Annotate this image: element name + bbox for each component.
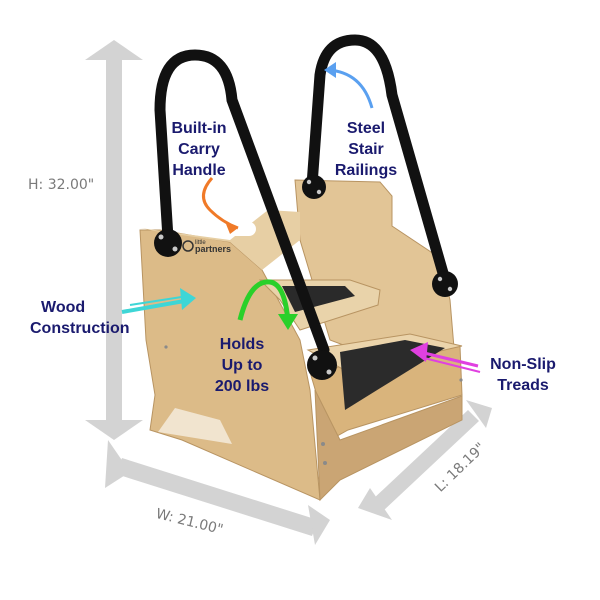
rail-bracket [302,175,326,199]
callout-line: Built-in [171,120,227,137]
rail-bracket [154,229,182,257]
svg-text:little: little [195,240,206,246]
callout-line: Wood [41,299,86,316]
callout-line: Up to [221,357,263,374]
callout-line: 200 lbs [214,378,270,395]
callout-line: Railings [334,162,398,179]
callout-line: Stair [348,141,384,158]
lower-tread-mat [340,340,445,410]
callout-line: Holds [219,336,265,353]
callout-carry-handle: Built-in Carry Handle [160,118,238,181]
wood-arrow [121,298,191,314]
callout-line: Treads [497,377,549,394]
treads-arrow [419,350,479,368]
carry-handle-arrow [202,177,239,230]
width-dimension-arrow [105,440,330,545]
callout-line: Non-Slip [490,356,556,373]
holds-arrow [237,279,291,323]
right-front-panel [314,389,463,502]
callout-holds: Holds Up to 200 lbs [204,334,280,397]
rail-bracket [307,350,337,380]
brand-logo: little partners [182,240,231,254]
callout-line: Construction [30,320,130,337]
callout-line: Carry [178,141,220,158]
height-dimension-arrow [85,40,143,440]
panel-foot-cutout [158,408,232,444]
rail-bracket [432,271,458,297]
callout-line: Steel [346,120,386,137]
screws [164,345,463,465]
left-stair-railing [154,49,330,356]
length-dimension-arrow [358,400,492,520]
height-dimension-label: H: 32.00" [28,177,95,193]
callout-treads: Non-Slip Treads [478,354,568,396]
callout-wood: Wood Construction [30,297,150,339]
svg-text:partners: partners [195,244,231,254]
callout-line: Handle [172,162,226,179]
right-stair-railing [306,34,451,286]
callout-railings: Steel Stair Railings [326,118,406,181]
side-top-edge [140,210,300,270]
